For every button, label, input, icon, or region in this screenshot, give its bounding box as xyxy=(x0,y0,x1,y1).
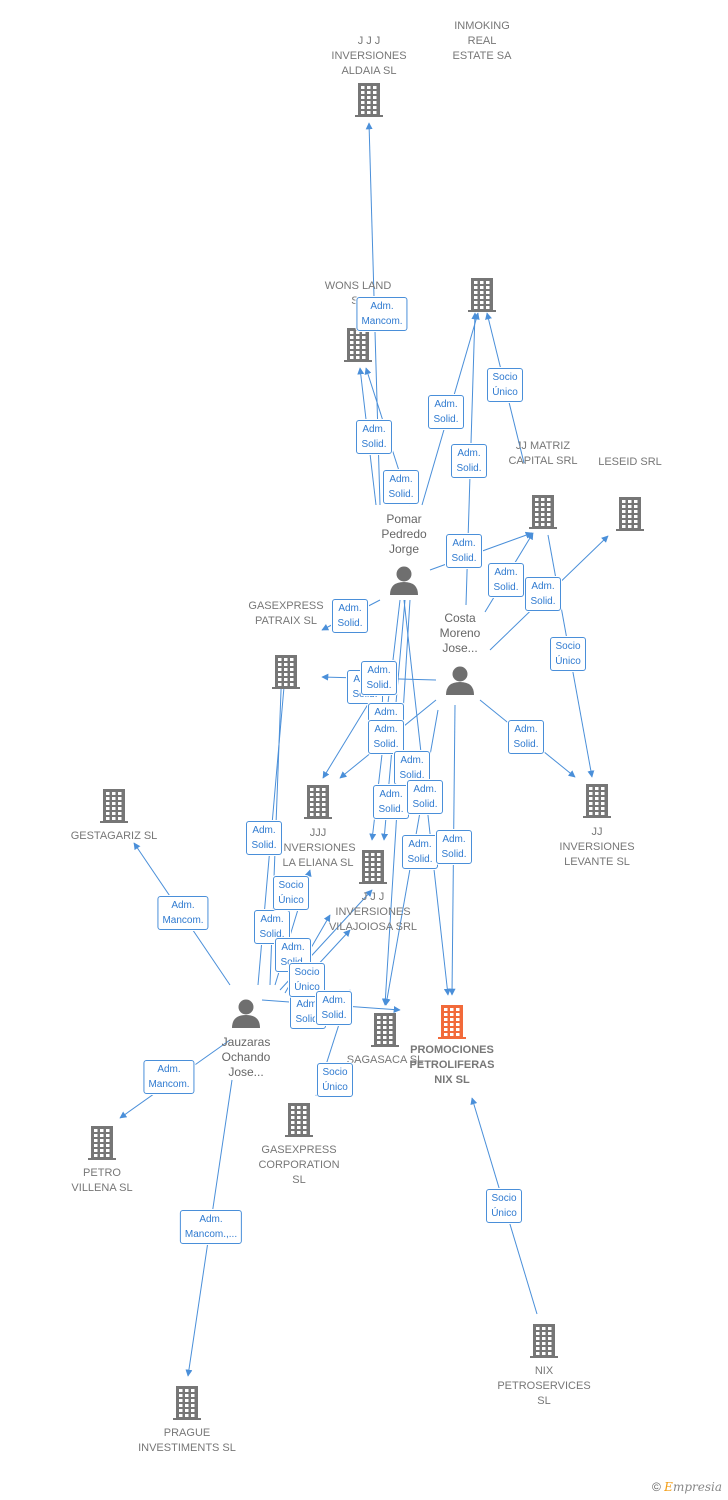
building-icon[interactable] xyxy=(468,278,496,312)
relation-label[interactable]: Adm. Mancom. xyxy=(143,1060,195,1094)
building-icon[interactable] xyxy=(272,655,300,689)
building-icon[interactable] xyxy=(355,83,383,117)
person-icon[interactable] xyxy=(232,999,260,1029)
building-icon[interactable] xyxy=(438,1005,466,1039)
relation-label[interactable]: Socio Único xyxy=(487,368,523,402)
copyright-icon: © xyxy=(651,1480,661,1494)
company-label[interactable]: JJ INVERSIONES LEVANTE SL xyxy=(559,826,635,868)
person-label[interactable]: Jauzaras Ochando Jose... xyxy=(221,1035,271,1079)
relation-label[interactable]: Adm. Solid. xyxy=(508,720,544,754)
company-label[interactable]: JJJ INVERSIONES LA ELIANA SL xyxy=(280,827,356,869)
building-icon[interactable] xyxy=(344,328,372,362)
relation-label[interactable]: Adm. Solid. xyxy=(394,751,430,785)
relation-label[interactable]: Socio Único xyxy=(273,876,309,910)
relation-label[interactable]: Adm. Solid. xyxy=(451,444,487,478)
building-icon[interactable] xyxy=(371,1013,399,1047)
company-label[interactable]: PETRO VILLENA SL xyxy=(71,1167,133,1194)
company-label[interactable]: PRAGUE INVESTIMENTS SL xyxy=(138,1427,236,1454)
building-icon[interactable] xyxy=(616,497,644,531)
person-icon[interactable] xyxy=(390,566,418,596)
relation-label[interactable]: Adm. Solid. xyxy=(402,835,438,869)
relation-label[interactable]: Adm. Solid. xyxy=(332,599,368,633)
company-label[interactable]: LESEID SRL xyxy=(598,456,662,468)
company-label[interactable]: J J J INVERSIONES VILAJOIOSA SRL xyxy=(328,891,418,933)
relation-label[interactable]: Adm. Solid. xyxy=(436,830,472,864)
relation-label[interactable]: Socio Único xyxy=(550,637,586,671)
company-label[interactable]: INMOKING REAL ESTATE SA xyxy=(452,20,512,62)
relation-label[interactable]: Adm. Solid. xyxy=(407,780,443,814)
relation-label[interactable]: Socio Único xyxy=(486,1189,522,1223)
relation-label[interactable]: Adm. Solid. xyxy=(525,577,561,611)
person-label[interactable]: Pomar Pedredo Jorge xyxy=(381,512,427,556)
relation-label[interactable]: Adm. Solid. xyxy=(254,910,290,944)
building-icon[interactable] xyxy=(173,1386,201,1420)
person-label[interactable]: Costa Moreno Jose... xyxy=(439,611,481,655)
building-icon[interactable] xyxy=(285,1103,313,1137)
building-icon[interactable] xyxy=(530,1324,558,1358)
relation-label[interactable]: Adm. Solid. xyxy=(316,991,352,1025)
company-label[interactable]: SAGASACA SL xyxy=(346,1054,424,1066)
company-label[interactable]: JJ MATRIZ CAPITAL SRL xyxy=(508,440,578,467)
relation-label[interactable]: Adm. Solid. xyxy=(446,534,482,568)
brand-footer: © Empresia xyxy=(652,1480,722,1494)
relation-label[interactable]: Adm. Solid. xyxy=(361,661,397,695)
building-icon[interactable] xyxy=(100,789,128,823)
relation-label[interactable]: Adm. Solid. xyxy=(373,785,409,819)
relation-label[interactable]: Adm. Mancom. xyxy=(157,896,209,930)
building-icon[interactable] xyxy=(359,850,387,884)
relation-label[interactable]: Adm. Mancom.,... xyxy=(179,1210,243,1244)
relation-label[interactable]: Socio Único xyxy=(317,1063,353,1097)
company-label[interactable]: NIX PETROSERVICES SL xyxy=(497,1365,591,1407)
relation-label[interactable]: Adm. Solid. xyxy=(246,821,282,855)
relation-label[interactable]: Adm. Solid. xyxy=(368,720,404,754)
relation-label[interactable]: Adm. Solid. xyxy=(356,420,392,454)
person-icon[interactable] xyxy=(446,666,474,696)
building-icon[interactable] xyxy=(529,495,557,529)
building-icon[interactable] xyxy=(88,1126,116,1160)
building-icon[interactable] xyxy=(583,784,611,818)
brand-logo-text: mpresia xyxy=(672,1480,722,1494)
nodes-layer xyxy=(88,83,644,1420)
relation-label[interactable]: Adm. Mancom. xyxy=(356,297,408,331)
company-label[interactable]: J J J INVERSIONES ALDAIA SL xyxy=(331,35,407,77)
brand-logo-initial: E xyxy=(664,1480,673,1494)
building-icon[interactable] xyxy=(304,785,332,819)
company-label[interactable]: GASEXPRESS CORPORATION SL xyxy=(258,1144,340,1186)
relation-label[interactable]: Adm. Solid. xyxy=(383,470,419,504)
company-label[interactable]: GASEXPRESS PATRAIX SL xyxy=(248,600,324,627)
company-label[interactable]: PROMOCIONES PETROLIFERAS NIX SL xyxy=(409,1044,495,1086)
relation-label[interactable]: Adm. Solid. xyxy=(428,395,464,429)
relation-label[interactable]: Adm. Solid. xyxy=(488,563,524,597)
company-label[interactable]: WONS LAND SL xyxy=(324,280,392,307)
company-label[interactable]: GESTAGARIZ SL xyxy=(70,830,158,842)
